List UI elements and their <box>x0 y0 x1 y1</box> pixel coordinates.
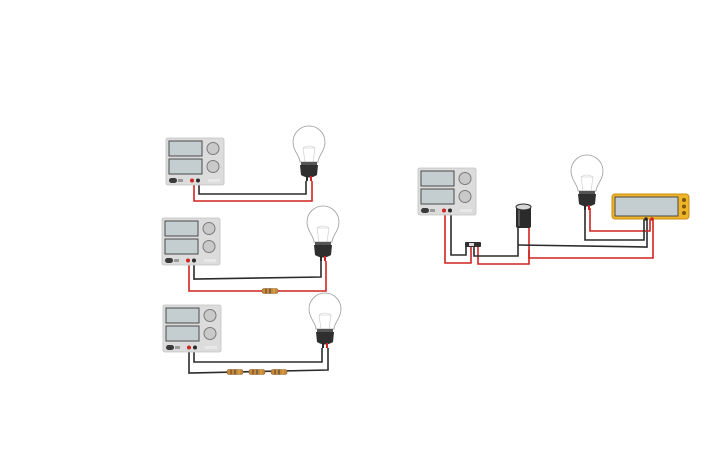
power-supply[interactable] <box>162 304 222 353</box>
wire-red[interactable] <box>444 211 472 264</box>
terminal-red[interactable] <box>650 217 654 221</box>
light-bulb[interactable] <box>308 292 342 349</box>
resistor[interactable] <box>248 369 266 375</box>
light-bulb[interactable] <box>292 125 326 182</box>
multimeter[interactable] <box>611 193 690 221</box>
power-supply[interactable] <box>165 137 225 186</box>
power-supply[interactable] <box>161 217 221 266</box>
circuit-2 <box>161 205 340 294</box>
terminal-black[interactable] <box>644 217 648 221</box>
light-bulb[interactable] <box>306 205 340 262</box>
wire-black[interactable] <box>584 208 645 241</box>
wire-black[interactable] <box>193 261 322 280</box>
wire-black-return[interactable] <box>193 347 323 363</box>
circuit-3 <box>162 292 342 375</box>
wire-black[interactable] <box>473 225 519 257</box>
wire-black[interactable] <box>450 211 467 256</box>
wire-black[interactable] <box>198 181 307 195</box>
probe-terminal[interactable] <box>682 211 686 215</box>
wire-red[interactable] <box>188 261 327 292</box>
resistor[interactable] <box>270 369 288 375</box>
light-bulb[interactable] <box>570 154 604 211</box>
resistor[interactable] <box>226 369 244 375</box>
circuit-1 <box>165 125 326 202</box>
wire-black[interactable] <box>517 219 648 248</box>
circuit-4 <box>417 154 690 265</box>
power-supply[interactable] <box>417 167 477 216</box>
probe-terminal[interactable] <box>682 204 686 209</box>
wire-red[interactable] <box>589 208 651 232</box>
resistor[interactable] <box>261 288 279 294</box>
wire-red[interactable] <box>193 181 313 202</box>
switch[interactable] <box>465 242 481 247</box>
wire-red[interactable] <box>528 219 654 259</box>
probe-terminal[interactable] <box>682 198 686 202</box>
capacitor[interactable] <box>515 203 532 228</box>
